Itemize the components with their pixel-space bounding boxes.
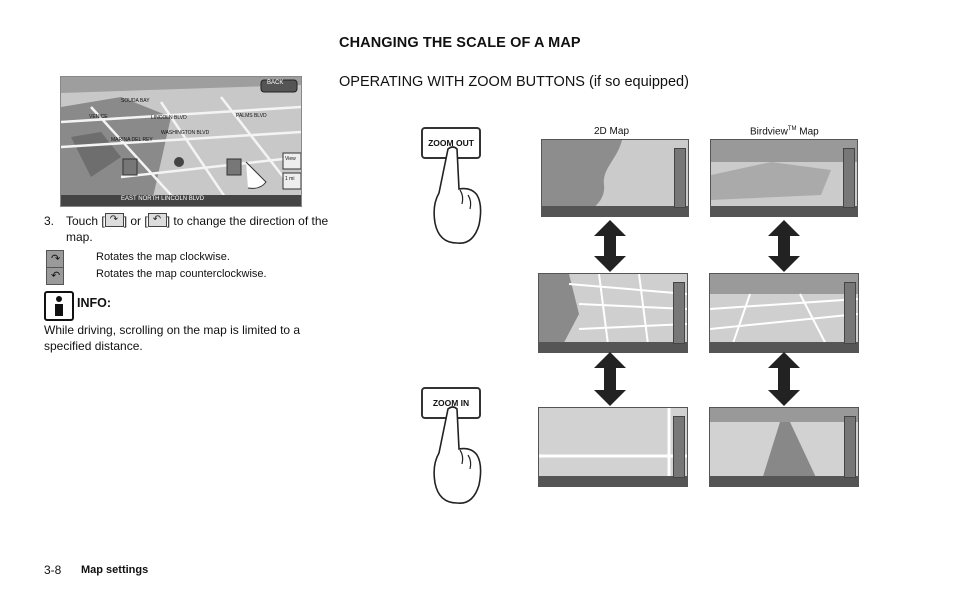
footer-section: Map settings — [81, 564, 149, 576]
map-2d-wide — [541, 139, 689, 217]
step-number: 3. — [44, 214, 55, 228]
rotate-item-text: Rotates the map clockwise. — [96, 251, 230, 263]
street-label: SOUDA BAY — [121, 98, 150, 104]
map-birdview-close — [709, 407, 859, 487]
clockwise-rotate-icon: ↷ — [46, 250, 64, 268]
street-label: VENICE — [89, 114, 108, 120]
street-label: WASHINGTON BLVD — [161, 130, 210, 136]
map-2d-medium — [538, 273, 688, 353]
map-birdview-wide — [710, 139, 858, 217]
label-birdview-suffix: Map — [796, 126, 819, 138]
map-2d-wide-graphic — [542, 140, 688, 216]
rotate-item-text: Rotates the map counterclockwise. — [96, 268, 267, 280]
label-birdview-tm: TM — [787, 126, 797, 132]
map-2d-medium-graphic — [539, 274, 687, 352]
map-2d-close-graphic — [539, 408, 687, 486]
counterclockwise-rotate-icon: ↶ — [46, 267, 64, 285]
map-birdview-medium — [709, 273, 859, 353]
counterclockwise-rotate-icon: ↶ — [147, 213, 167, 227]
double-arrow-icon — [768, 220, 800, 272]
info-label: INFO: — [77, 296, 112, 310]
street-label: MARINA DEL REY — [111, 137, 153, 143]
section-title: CHANGING THE SCALE OF A MAP — [339, 35, 581, 51]
label-birdview-map: BirdviewTM Map — [750, 126, 819, 137]
label-2d-map: 2D Map — [594, 126, 630, 137]
clockwise-rotate-icon: ↷ — [104, 213, 124, 227]
pointing-hand-icon — [433, 146, 482, 244]
map-screenshot-graphic — [61, 77, 301, 206]
double-arrow-icon — [768, 352, 800, 406]
step-text-middle: ] or [ — [123, 214, 148, 228]
map-birdview-wide-graphic — [711, 140, 857, 216]
map-birdview-close-graphic — [710, 408, 858, 486]
double-arrow-icon — [594, 220, 626, 272]
pointing-hand-icon — [433, 406, 482, 504]
page-number: 3-8 — [44, 563, 62, 577]
zoom-in-button[interactable]: ZOOM IN — [421, 387, 481, 419]
info-icon — [44, 291, 74, 321]
label-birdview-text: Birdview — [750, 126, 788, 138]
subheading: OPERATING WITH ZOOM BUTTONS (if so equip… — [339, 74, 689, 90]
street-label: PALMS BLVD — [236, 113, 267, 119]
double-arrow-icon — [594, 352, 626, 406]
step-text: Touch [↷] or [↶] to change the direction… — [66, 213, 336, 245]
step-text-before: Touch [ — [66, 214, 105, 228]
info-body: While driving, scrolling on the map is l… — [44, 323, 301, 353]
view-button[interactable]: View — [285, 156, 296, 162]
zoom-scale-button[interactable]: 1 mi — [285, 176, 295, 182]
map-birdview-medium-graphic — [710, 274, 858, 352]
status-bar: EAST NORTH LINCOLN BLVD — [121, 196, 205, 202]
map-2d-close — [538, 407, 688, 487]
map-screenshot: BACK SOUDA BAY MARINA DEL REY WASHINGTON… — [60, 76, 302, 207]
back-button[interactable]: BACK — [267, 80, 284, 86]
step-text-after: ] to change the direction of the map. — [66, 214, 329, 244]
street-label: LINCOLN BLVD — [151, 115, 187, 121]
